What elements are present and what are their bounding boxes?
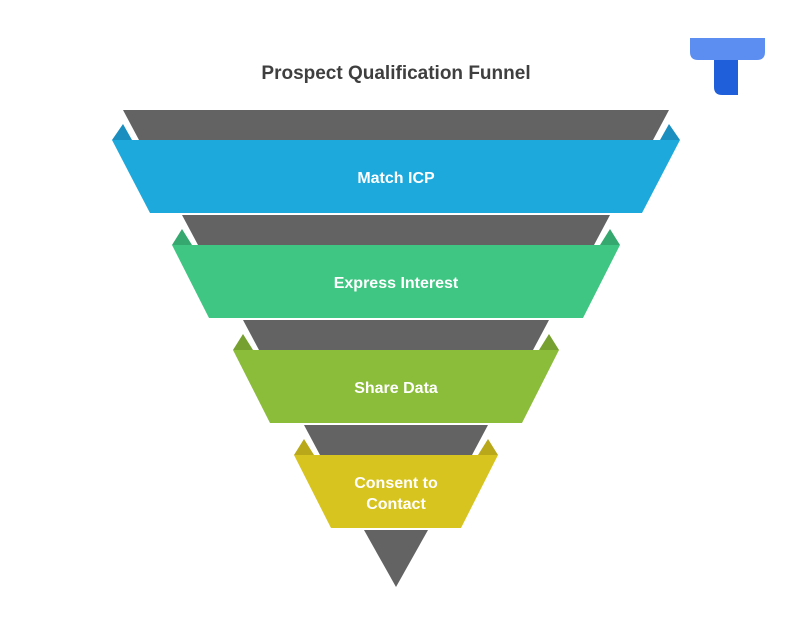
funnel-stage-fold-left (112, 124, 132, 140)
diagram-title: Prospect Qualification Funnel (261, 63, 530, 84)
funnel-stage-fold-left (233, 334, 253, 350)
funnel-stage-fold-right (600, 229, 620, 245)
funnel-stage-label: Contact (366, 496, 426, 513)
funnel-bottom-tip (364, 530, 428, 587)
funnel-stage-fold-right (660, 124, 680, 140)
funnel-stage-shadow (182, 215, 610, 245)
funnel-stage-band (233, 350, 559, 423)
t-letter-logo-icon (690, 38, 765, 95)
funnel-stage-label: Share Data (354, 380, 438, 397)
funnel-stage-shadow (243, 320, 549, 350)
funnel-stage-fold-left (172, 229, 192, 245)
funnel-stage: Consent to Contact (294, 425, 498, 528)
funnel-stage-fold-right (478, 439, 498, 455)
funnel-stage: Match ICP (112, 110, 680, 213)
funnel-stage: Share Data (233, 320, 559, 423)
funnel-stage-label: Consent to (354, 475, 438, 492)
funnel-stage-band (294, 455, 498, 528)
funnel-stage-band (172, 245, 620, 318)
funnel-stage-label: Express Interest (334, 275, 459, 292)
funnel-stage-fold-left (294, 439, 314, 455)
funnel-stage-band (112, 140, 680, 213)
funnel-stage-label: Match ICP (357, 170, 435, 187)
funnel-stage-fold-right (539, 334, 559, 350)
funnel-stage-shadow (123, 110, 669, 140)
funnel-stage: Express Interest (172, 215, 620, 318)
funnel-stage-shadow (304, 425, 488, 455)
